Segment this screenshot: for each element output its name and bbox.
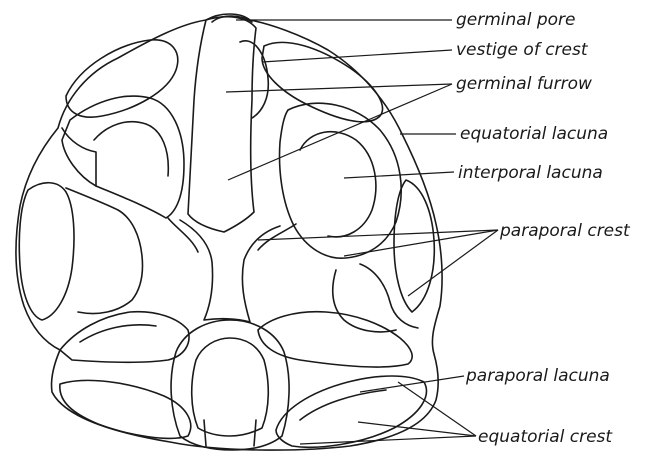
left-lower-inner bbox=[80, 325, 156, 342]
leader-vestige-of-crest bbox=[262, 50, 452, 62]
left-equatorial-lacuna bbox=[19, 183, 74, 320]
right-paraporal-crest bbox=[360, 264, 418, 328]
leader-paraporal-crest-c bbox=[408, 230, 498, 296]
leader-germinal-furrow-a bbox=[226, 84, 452, 92]
upper-right-oval bbox=[262, 42, 382, 121]
label-germinal-pore: germinal pore bbox=[456, 10, 575, 30]
right-lower-crest bbox=[333, 270, 396, 332]
central-y-ridge-left-arm bbox=[168, 218, 198, 252]
left-upper-inner bbox=[94, 122, 168, 176]
leader-paraporal-crest-a bbox=[258, 230, 498, 240]
right-lower-lacuna bbox=[258, 312, 412, 367]
label-equatorial-lacuna: equatorial lacuna bbox=[460, 124, 608, 144]
left-upper-lacuna bbox=[62, 96, 184, 218]
label-germinal-furrow: germinal furrow bbox=[456, 74, 592, 94]
central-y-ridge bbox=[180, 220, 280, 322]
label-paraporal-crest: paraporal crest bbox=[499, 221, 631, 241]
bottom-pore-inner bbox=[192, 338, 269, 436]
pollen-grain bbox=[16, 14, 442, 450]
upper-left-oval bbox=[66, 40, 178, 117]
right-interporal-inner bbox=[300, 132, 376, 237]
germinal-furrow-top bbox=[188, 17, 256, 232]
grain-outline bbox=[16, 14, 442, 450]
label-paraporal-lacuna: paraporal lacuna bbox=[465, 366, 610, 386]
label-vestige-of-crest: vestige of crest bbox=[456, 40, 589, 60]
left-paraporal-line bbox=[66, 188, 143, 314]
leader-paraporal-crest-b bbox=[344, 230, 498, 256]
left-lower-lacuna bbox=[60, 312, 189, 363]
leader-germinal-furrow-b bbox=[228, 84, 452, 180]
label-equatorial-crest: equatorial crest bbox=[478, 427, 613, 447]
label-interporal-lacuna: interporal lacuna bbox=[458, 163, 603, 183]
labels: germinal pore vestige of crest germinal … bbox=[456, 10, 631, 447]
